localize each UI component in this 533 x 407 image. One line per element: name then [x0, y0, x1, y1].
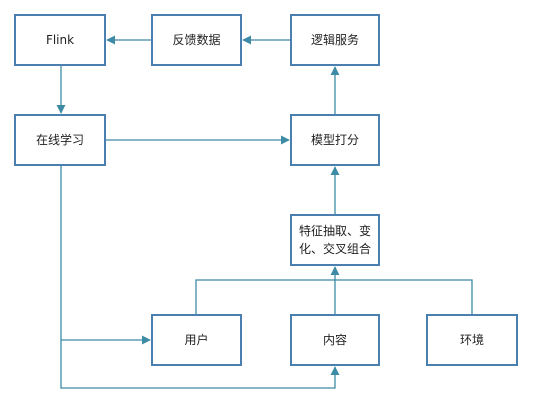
node-content: 内容	[290, 314, 380, 366]
node-content-label: 内容	[322, 333, 347, 347]
node-environment-label: 环境	[459, 333, 484, 347]
node-logic-service-label: 逻辑服务	[310, 33, 359, 47]
node-feedback-data: 反馈数据	[151, 14, 242, 66]
node-logic-service: 逻辑服务	[290, 14, 380, 66]
node-flink-label: Flink	[45, 33, 75, 47]
edge-online-to-content	[60, 340, 340, 389]
node-feature-label-line1: 特征抽取、变	[298, 224, 371, 238]
node-model-scoring-label: 模型打分	[310, 133, 359, 147]
node-feature-extraction: 特征抽取、变 化、交叉组合	[290, 214, 380, 266]
edge-user-env-connector	[195, 279, 473, 314]
node-user-label: 用户	[184, 333, 209, 347]
node-user: 用户	[151, 314, 242, 366]
node-online-learning-label: 在线学习	[35, 133, 84, 147]
node-environment: 环境	[426, 314, 518, 366]
node-flink: Flink	[14, 14, 106, 66]
node-feature-label-line2: 化、交叉组合	[298, 242, 371, 256]
node-feedback-data-label: 反馈数据	[172, 33, 221, 47]
node-model-scoring: 模型打分	[290, 114, 380, 166]
edge-online-to-user	[60, 166, 151, 345]
node-online-learning: 在线学习	[14, 114, 106, 166]
